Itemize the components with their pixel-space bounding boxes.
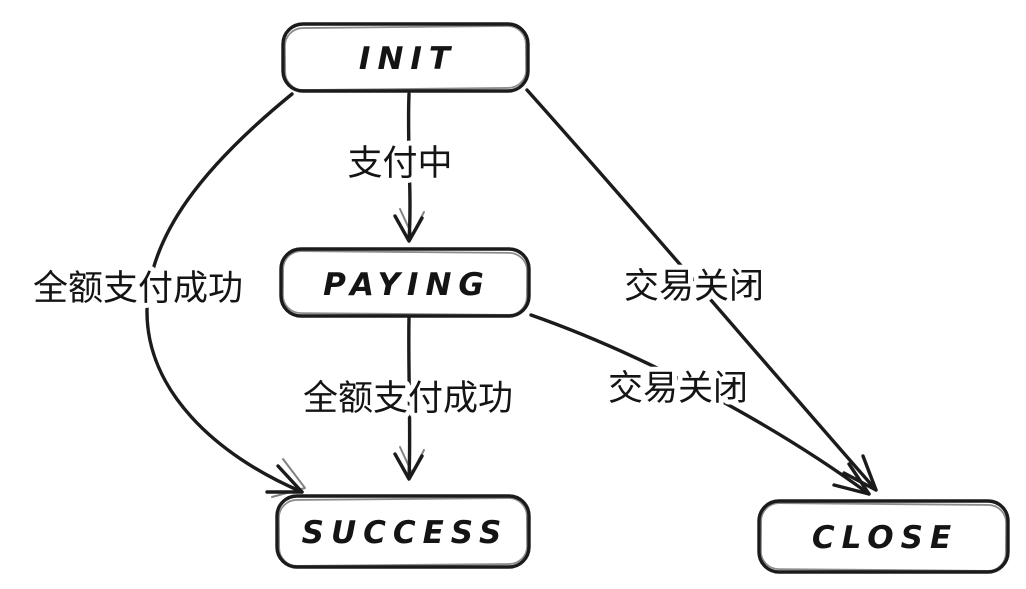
edge-init-to-success bbox=[145, 92, 304, 494]
node-close-box bbox=[757, 499, 1010, 574]
edge-paying-to-close-arrowhead bbox=[832, 462, 871, 496]
edge-init-to-paying-arrowhead-echo bbox=[399, 208, 425, 236]
edge-label-init-to-close: 交易关闭 bbox=[624, 267, 764, 307]
node-paying-box-echo bbox=[281, 250, 529, 316]
node-success-box bbox=[275, 494, 531, 569]
edge-paying-to-close bbox=[529, 313, 871, 496]
edge-label-init-to-paying: 支付中 bbox=[347, 144, 452, 184]
edge-label-paying-to-close: 交易关闭 bbox=[608, 369, 748, 409]
node-paying-box bbox=[279, 247, 531, 318]
edge-init-to-success-arrowhead-echo bbox=[271, 458, 306, 498]
node-success-label: SUCCESS bbox=[302, 515, 509, 551]
node-close-label: CLOSE bbox=[812, 520, 958, 556]
edge-label-layer: 支付中 全额支付成功 交易关闭 全额支付成功 交易关闭 bbox=[28, 139, 769, 424]
node-paying-label: PAYING bbox=[323, 267, 491, 303]
node-init: INIT bbox=[281, 22, 530, 93]
node-init-box bbox=[281, 22, 530, 93]
node-paying: PAYING bbox=[279, 247, 531, 318]
edge-init-to-success-arrowhead bbox=[265, 464, 304, 494]
node-success: SUCCESS bbox=[275, 494, 531, 569]
node-layer: INIT PAYING SUCCESS CLOSE bbox=[275, 22, 1010, 574]
node-close-box-echo bbox=[759, 502, 1008, 572]
edge-label-paying-to-success: 全额支付成功 bbox=[303, 379, 513, 419]
edge-paying-to-success bbox=[407, 316, 412, 480]
edge-label-init-to-success: 全额支付成功 bbox=[33, 269, 243, 309]
node-init-box-echo bbox=[283, 25, 528, 91]
node-init-label: INIT bbox=[359, 41, 457, 77]
node-close: CLOSE bbox=[757, 499, 1010, 574]
edge-layer bbox=[145, 88, 878, 498]
node-success-box-echo bbox=[277, 497, 529, 567]
edge-init-to-close bbox=[525, 88, 878, 492]
edge-init-to-close-arrowhead bbox=[842, 454, 878, 492]
edge-init-to-paying bbox=[406, 92, 412, 242]
edge-paying-to-success-arrowhead-echo bbox=[399, 446, 425, 474]
